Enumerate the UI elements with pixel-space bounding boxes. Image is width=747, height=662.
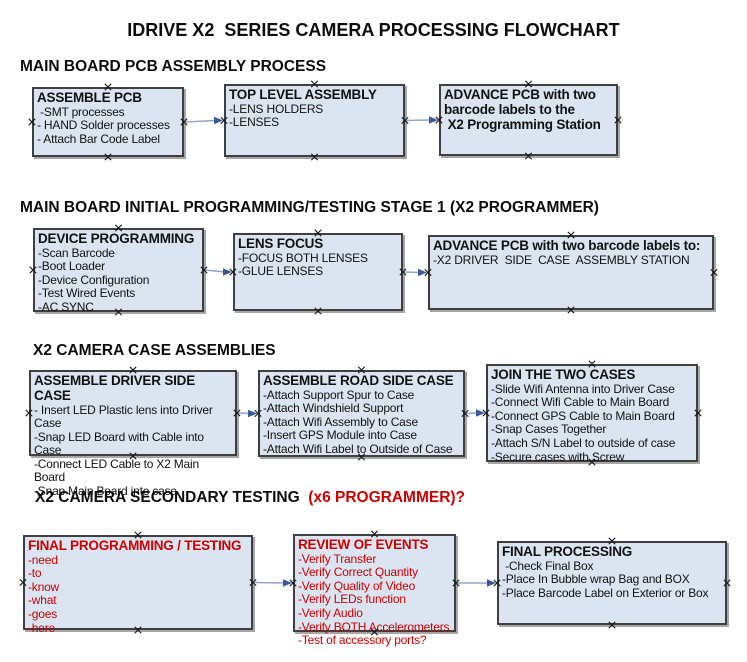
box-body: -Verify Transfer -Verify Correct Quantit…	[298, 551, 450, 648]
box-title: ADVANCE PCB with two barcode labels to t…	[444, 87, 601, 132]
page-title: IDRIVE X2 SERIES CAMERA PROCESSING FLOWC…	[127, 20, 620, 40]
box-body: -SMT processes - HAND Solder processes -…	[37, 104, 170, 146]
flow-box-assemble-pcb: ASSEMBLE PCB -SMT processes - HAND Solde…	[32, 87, 184, 157]
flow-box-final-processing: FINAL PROCESSING -Check Final Box -Place…	[497, 541, 727, 625]
flow-box-assemble-driver-side-case: ASSEMBLE DRIVER SIDE CASE - Insert LED P…	[29, 370, 237, 498]
box-title: ASSEMBLE DRIVER SIDE CASE	[34, 373, 199, 403]
section-heading-secondary-testing: X2 CAMERA SECONDARY TESTING (x6 PROGRAMM…	[35, 489, 465, 507]
box-title: FINAL PROCESSING	[502, 544, 633, 559]
flow-box-lens-focus: LENS FOCUS -FOCUS BOTH LENSES -GLUE LENS…	[233, 233, 403, 311]
box-body: -Scan Barcode -Boot Loader -Device Confi…	[38, 245, 150, 315]
flow-box-top-level-assembly: TOP LEVEL ASSEMBLY -LENS HOLDERS -LENSES	[224, 84, 405, 157]
section-heading-case-assemblies: X2 CAMERA CASE ASSEMBLIES	[33, 342, 276, 359]
box-title: FINAL PROGRAMMING / TESTING	[28, 538, 242, 553]
box-body: -Check Final Box -Place In Bubble wrap B…	[502, 558, 709, 600]
box-title: JOIN THE TWO CASES	[491, 367, 636, 382]
box-body: -Attach Support Spur to Case -Attach Win…	[263, 387, 453, 457]
box-title: DEVICE PROGRAMMING	[38, 231, 195, 246]
box-body: - Insert LED Plastic lens into Driver Ca…	[34, 402, 213, 498]
box-title: ASSEMBLE PCB	[37, 90, 142, 105]
heading-red-part: (x6 PROGRAMMER)?	[299, 489, 466, 506]
heading-black-part: X2 CAMERA SECONDARY TESTING	[35, 489, 300, 506]
flow-box-review-of-events: REVIEW OF EVENTS -Verify Transfer -Verif…	[293, 534, 456, 647]
flow-box-final-programming-testing: FINAL PROGRAMMING / TESTING -need -to -k…	[23, 535, 253, 634]
box-body: -X2 DRIVER SIDE CASE ASSEMBLY STATION	[433, 252, 690, 267]
section-heading-initial-programming: MAIN BOARD INITIAL PROGRAMMING/TESTING S…	[20, 199, 599, 216]
box-title: ASSEMBLE ROAD SIDE CASE	[263, 373, 454, 388]
box-title: ADVANCE PCB with two barcode labels to:	[433, 238, 701, 253]
box-title: TOP LEVEL ASSEMBLY	[229, 87, 377, 102]
box-title: LENS FOCUS	[238, 236, 324, 251]
box-body: -Slide Wifi Antenna into Driver Case -Co…	[491, 381, 676, 464]
box-body: -LENS HOLDERS -LENSES	[229, 101, 324, 130]
box-body: -FOCUS BOTH LENSES -GLUE LENSES	[238, 250, 368, 279]
box-title: REVIEW OF EVENTS	[298, 537, 429, 552]
section-heading-pcb-assembly: MAIN BOARD PCB ASSEMBLY PROCESS	[20, 58, 327, 75]
flow-box-advance-pcb-programming-station: ADVANCE PCB with two barcode labels to t…	[439, 84, 618, 156]
box-body: -need -to -know -what -goes -here	[28, 552, 60, 635]
flow-box-assemble-road-side-case: ASSEMBLE ROAD SIDE CASE -Attach Support …	[258, 370, 465, 457]
flow-box-advance-pcb-driver-side: ADVANCE PCB with two barcode labels to: …	[428, 235, 714, 310]
flow-box-join-the-two-cases: JOIN THE TWO CASES -Slide Wifi Antenna i…	[486, 364, 698, 464]
flow-box-device-programming: DEVICE PROGRAMMING -Scan Barcode -Boot L…	[33, 228, 204, 315]
